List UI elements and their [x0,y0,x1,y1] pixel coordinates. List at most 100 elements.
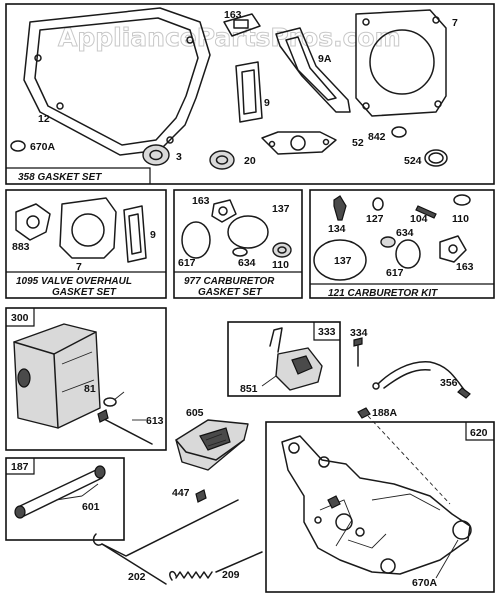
screw-188A[interactable] [357,407,371,419]
label-127: 127 [366,213,384,225]
label-209: 209 [222,569,240,581]
label-163b: 163 [192,195,210,207]
label-81: 81 [84,383,96,395]
label-670A: 670A [30,141,56,153]
link-tag: 187 [11,461,29,473]
label-883: 883 [12,241,30,253]
gasket-set-title-frame [6,167,151,184]
link-601[interactable] [14,465,106,519]
gasket-set-title: 358 GASKET SET [18,172,102,183]
ignition-tag-frame [313,322,340,341]
valve-cover-gasket-9[interactable] [235,61,263,123]
label-524: 524 [404,155,422,167]
valve-cover-gasket-9b[interactable] [123,205,147,263]
muffler-tag-frame [6,308,35,327]
exhaust-gasket-52[interactable] [261,131,337,155]
valve-overhaul-box [5,189,167,299]
spring-209[interactable] [169,551,263,581]
bracket-tag-frame [465,422,494,441]
carb-kit-box [309,189,495,299]
bowl-gasket-137b[interactable] [313,239,367,281]
label-7b: 7 [76,261,82,273]
muffler-tag: 300 [11,312,29,324]
gasket-163[interactable] [223,13,261,37]
gasket-set-box [5,3,495,185]
label-137: 137 [272,203,290,215]
label-670Ab: 670A [412,577,438,589]
o-ring-137[interactable] [227,215,269,249]
label-851: 851 [240,383,258,395]
valve-overhaul-title-line2: GASKET SET [52,287,117,298]
leader-670Ab [435,539,459,579]
label-20: 20 [244,155,256,167]
seal-524[interactable] [424,149,448,167]
o-ring-617b[interactable] [395,239,421,269]
pin-104[interactable] [415,205,437,219]
washer-81[interactable] [103,391,125,407]
bracket-box [265,421,495,593]
label-9b: 9 [150,229,156,241]
screw-447[interactable] [195,489,207,503]
gasket-9A[interactable] [275,27,351,113]
carb-gasket-title-line2: GASKET SET [198,287,263,298]
cylinder-head-gasket-7[interactable] [355,9,447,117]
oil-seal-20[interactable] [209,150,235,170]
screw-334[interactable] [353,337,363,367]
link-202[interactable] [92,499,239,585]
label-9: 9 [264,97,270,109]
label-188A: 188A [372,407,398,419]
carb-kit-title: 121 CARBURETOR KIT [328,288,438,299]
seal-110b[interactable] [453,194,471,206]
label-613: 613 [146,415,164,427]
label-134: 134 [328,223,346,235]
gasket-163b[interactable] [211,199,237,223]
watermark: AppliancePartsPros.com [58,23,401,52]
label-104: 104 [410,213,428,225]
washer-842[interactable] [391,126,407,138]
label-356: 356 [440,377,458,389]
gasket-883[interactable] [15,203,51,241]
ring-634[interactable] [232,247,248,257]
leader-188A [367,415,451,505]
oil-seal-3[interactable] [142,144,170,166]
oil-seal-670A[interactable] [10,140,26,152]
head-gasket-7[interactable] [59,197,117,259]
needle-134[interactable] [333,195,347,221]
link-box [5,457,125,541]
bracket-tag: 620 [470,427,488,439]
control-bracket[interactable] [281,435,472,575]
label-202: 202 [128,571,146,583]
ignition-coil-851[interactable] [261,327,323,391]
label-334: 334 [350,327,368,339]
label-617: 617 [178,257,196,269]
screw-613[interactable] [97,409,153,445]
o-ring-617[interactable] [181,221,211,259]
label-9A: 9A [318,53,332,65]
ignition-tag: 333 [318,326,336,338]
label-447: 447 [172,487,190,499]
label-842: 842 [368,131,386,143]
carb-gasket-box [173,189,303,299]
ring-634b[interactable] [380,236,396,248]
air-guide-605[interactable] [175,419,249,471]
label-137b: 137 [334,255,352,267]
label-617b: 617 [386,267,404,279]
label-163: 163 [224,9,242,21]
label-634b: 634 [396,227,414,239]
label-163c: 163 [456,261,474,273]
seal-110[interactable] [272,242,292,258]
ring-127[interactable] [372,197,384,211]
label-3: 3 [176,151,182,163]
label-110: 110 [272,259,289,271]
label-12: 12 [38,113,50,125]
label-110b: 110 [452,213,469,225]
label-634: 634 [238,257,256,269]
label-52: 52 [352,137,364,149]
ground-wire-356[interactable] [372,361,471,399]
label-601: 601 [82,501,100,513]
muffler-box [5,307,167,451]
gasket-163c[interactable] [439,235,467,263]
muffler-body[interactable] [13,323,101,429]
crankcase-gasket-12[interactable] [23,7,211,156]
